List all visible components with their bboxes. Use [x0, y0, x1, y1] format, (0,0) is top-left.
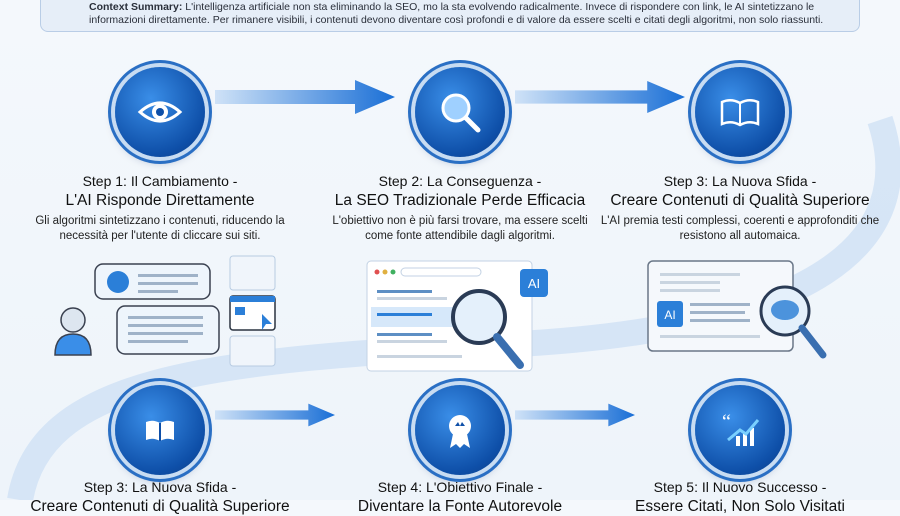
quote-chart-icon: “ — [722, 411, 760, 446]
step2-heading: Step 2: La Conseguenza - — [378, 173, 542, 189]
ai-chat-logo-icon — [107, 271, 129, 293]
svg-text:“: “ — [722, 411, 731, 433]
quality-illustration: AI — [647, 260, 827, 359]
step2-circle — [415, 67, 505, 157]
bottom-step3-circle — [115, 385, 205, 475]
context-summary: Context Summary: L'intelligenza artifici… — [40, 0, 860, 32]
step4-title: Step 4: L'Obiettivo Finale - Diventare l… — [310, 478, 610, 516]
step1-circle — [115, 67, 205, 157]
step5-circle: “ — [695, 385, 785, 475]
brain-icon — [771, 300, 799, 320]
bottom-step3-heading: Step 3: La Nuova Sfida - — [83, 479, 237, 495]
step3-heading: Step 3: La Nuova Sfida - — [663, 173, 817, 189]
book-icon — [720, 99, 760, 127]
summary-text: L'intelligenza artificiale non sta elimi… — [89, 1, 824, 26]
search-illustration: AI — [366, 260, 548, 372]
arrow-step2-to-step3 — [515, 80, 685, 114]
step5-heading: Step 5: Il Nuovo Successo - — [653, 479, 827, 495]
step3-circle — [695, 67, 785, 157]
arrow-step1-to-step2 — [215, 80, 395, 114]
step2-title: Step 2: La Conseguenza - La SEO Tradizio… — [310, 172, 610, 210]
ai-badge — [520, 269, 548, 297]
step1-title: Step 1: Il Cambiamento - L'AI Risponde D… — [10, 172, 310, 210]
step1-heading: Step 1: Il Cambiamento - — [82, 173, 238, 189]
award-icon — [449, 415, 471, 448]
arrow-bottom-1 — [215, 403, 335, 427]
step3-title: Step 3: La Nuova Sfida - Creare Contenut… — [590, 172, 890, 210]
step5-title: Step 5: Il Nuovo Successo - Essere Citat… — [590, 478, 890, 516]
magnifier-icon — [441, 93, 481, 133]
ai-badge-label: AI — [528, 276, 540, 291]
step3-desc: L'AI premia testi complessi, coerenti e … — [600, 215, 880, 242]
step1-subtitle: L'AI Risponde Direttamente — [65, 192, 255, 209]
step1-desc: Gli algoritmi sintetizzano i contenuti, … — [35, 215, 285, 242]
step2-desc: L'obiettivo non è più farsi trovare, ma … — [332, 215, 588, 242]
arrow-bottom-2 — [515, 403, 635, 427]
step4-circle — [415, 385, 505, 475]
step2-subtitle: La SEO Tradizionale Perde Efficacia — [334, 192, 586, 209]
step3-subtitle: Creare Contenuti di Qualità Superiore — [610, 192, 870, 209]
eye-icon — [137, 101, 183, 123]
user-avatar-icon — [60, 307, 86, 333]
step4-heading: Step 4: L'Obiettivo Finale - — [377, 479, 543, 495]
cursor-icon — [262, 314, 272, 330]
bottom-step3-title: Step 3: La Nuova Sfida - Creare Contenut… — [10, 478, 310, 516]
ai-badge-label-2: AI — [664, 308, 675, 322]
summary-label: Context Summary: — [89, 1, 183, 13]
chat-illustration — [54, 255, 276, 367]
book-icon — [146, 420, 174, 441]
